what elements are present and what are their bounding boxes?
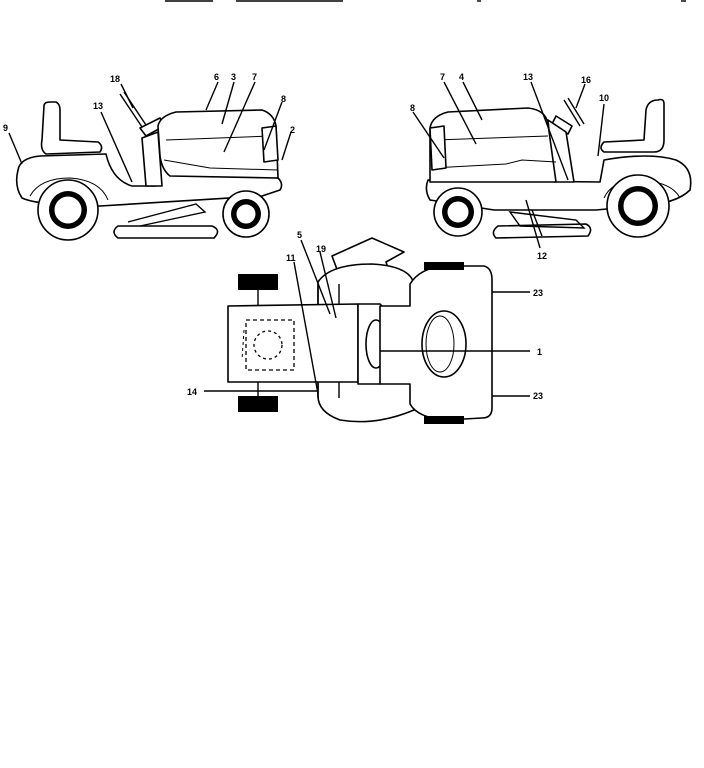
callout-label: 5 xyxy=(297,230,302,240)
callout-label: 7 xyxy=(252,72,257,82)
callout-label: 1 xyxy=(537,347,542,357)
callout-label: 4 xyxy=(459,72,464,82)
callout-label: 2 xyxy=(290,125,295,135)
callout-label: 13 xyxy=(93,101,103,111)
callout-label: 14 xyxy=(187,387,197,397)
callout-label: 8 xyxy=(281,94,286,104)
callout-label: 16 xyxy=(581,75,591,85)
callout-label: 11 xyxy=(286,253,296,263)
callout-label: 6 xyxy=(214,72,219,82)
callout-label: 19 xyxy=(316,244,326,254)
callout-label: 7 xyxy=(440,72,445,82)
callout-label: 10 xyxy=(599,93,609,103)
callout-label: 13 xyxy=(523,72,533,82)
callout-label: 3 xyxy=(231,72,236,82)
callout-label: 23 xyxy=(533,288,543,298)
callout-label: 8 xyxy=(410,103,415,113)
tractor-top-view: 5 19 11 14 23 1 23 xyxy=(187,230,543,424)
callout-label: 18 xyxy=(110,74,120,84)
tractor-left-side-view: 18 6 3 7 8 9 13 2 xyxy=(3,72,295,241)
callout-label: 9 xyxy=(3,123,8,133)
tractor-right-side-view: 7 4 13 16 8 10 12 xyxy=(410,72,692,261)
callout-label: 12 xyxy=(537,251,547,261)
callout-label: 23 xyxy=(533,391,543,401)
